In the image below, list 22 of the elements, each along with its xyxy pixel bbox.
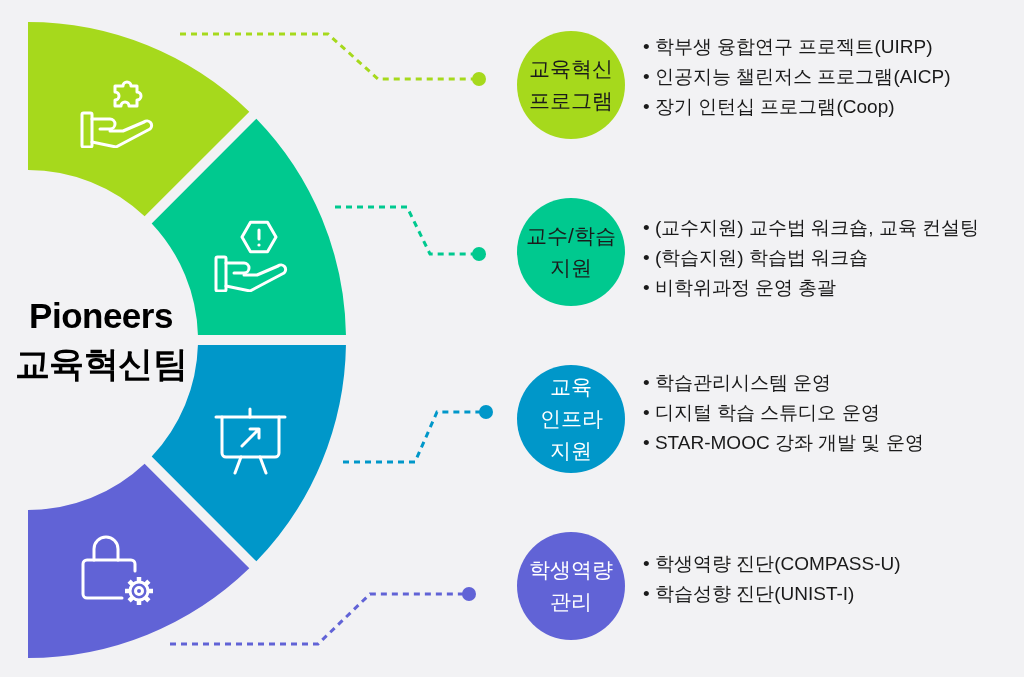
bullet-item: • 장기 인턴십 프로그램(Coop) (643, 95, 895, 119)
bullet-item: • 비학위과정 운영 총괄 (643, 276, 837, 300)
bullet-item: • 학부생 융합연구 프로젝트(UIRP) (643, 35, 933, 59)
bullet-item: • 학습성향 진단(UNIST-I) (643, 582, 855, 606)
bullet-item: • 인공지능 챌린저스 프로그램(AICP) (643, 65, 951, 89)
bullet-item: • STAR-MOOC 강좌 개발 및 운영 (643, 431, 924, 455)
bullet-item: • (학습지원) 학습법 워크숍 (643, 246, 869, 270)
circle-label: 교육 인프라 지원 (538, 374, 604, 464)
dashed-connector (343, 405, 493, 464)
bullet-item: • 디지털 학습 스튜디오 운영 (643, 401, 880, 425)
bullet-item: • (교수지원) 교수법 워크숍, 교육 컨설팅 (643, 216, 979, 240)
dashed-connector (180, 32, 486, 86)
circle-label: 교육혁신 프로그램 (528, 56, 614, 114)
title: Pioneers 교육혁신팀 (13, 295, 189, 385)
ring-segment (28, 463, 250, 658)
bullet-item: • 학생역량 진단(COMPASS-U) (643, 552, 901, 576)
bullet-item: • 학습관리시스템 운영 (643, 371, 832, 395)
circle-label: 학생역량 관리 (528, 557, 614, 615)
dashed-connector (335, 205, 486, 261)
ring-segment (28, 22, 250, 217)
dashed-connector (170, 587, 476, 646)
circle-label: 교수/학습 지원 (525, 223, 617, 281)
